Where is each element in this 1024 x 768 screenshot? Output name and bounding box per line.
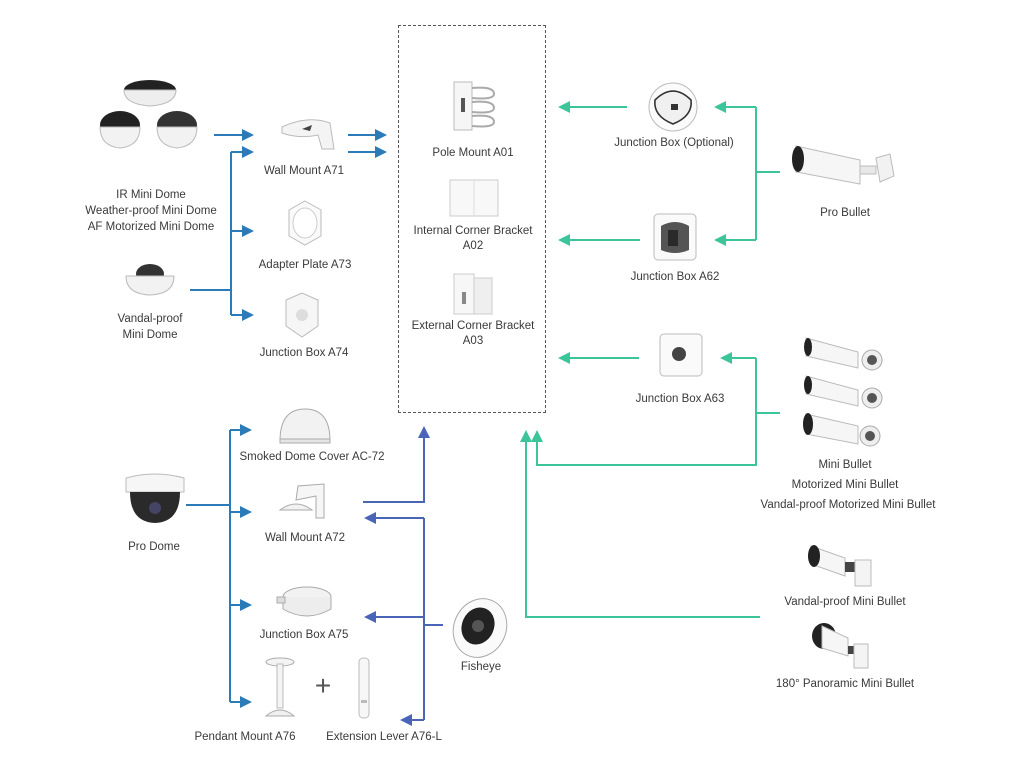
link-fisheye-trunk bbox=[423, 518, 443, 720]
pro-bullet-icon bbox=[792, 145, 895, 185]
mini-dome-icon bbox=[99, 80, 198, 149]
label-pole-mount: Pole Mount A01 bbox=[432, 147, 514, 159]
extension-lever-icon bbox=[358, 657, 370, 719]
wall-mount-a71-icon bbox=[281, 119, 335, 150]
adapter-plate-a73-icon bbox=[288, 200, 322, 246]
label-pro-dome: Pro Dome bbox=[128, 541, 180, 553]
label-internal-corner-2: A02 bbox=[462, 240, 484, 252]
link-a72-to-group bbox=[363, 426, 430, 503]
external-corner-bracket-icon bbox=[453, 273, 493, 315]
label-junction-box-optional: Junction Box (Optional) bbox=[614, 137, 734, 149]
label-ir-mini-dome: IR Mini Dome bbox=[116, 189, 186, 201]
fisheye-icon bbox=[452, 598, 508, 658]
label-junction-box-a74: Junction Box A74 bbox=[259, 347, 349, 359]
smoked-dome-cover-icon bbox=[279, 408, 331, 444]
label-vandal-mini-dome-1: Vandal-proof bbox=[117, 313, 183, 325]
label-vandal-motorized-mini-bullet: Vandal-proof Motorized Mini Bullet bbox=[760, 499, 936, 511]
label-wall-mount-a71: Wall Mount A71 bbox=[263, 165, 345, 177]
junction-box-a75-icon bbox=[276, 586, 332, 617]
link-prodome-trunk bbox=[186, 430, 231, 702]
panoramic-mini-bullet-icon bbox=[812, 623, 869, 669]
label-motorized-mini-bullet: Motorized Mini Bullet bbox=[791, 479, 899, 491]
label-wall-mount-a72: Wall Mount A72 bbox=[264, 532, 346, 544]
label-external-corner-2: A03 bbox=[462, 335, 484, 347]
mini-bullets-icon bbox=[803, 337, 883, 447]
label-weatherproof-mini-dome: Weather-proof Mini Dome bbox=[85, 205, 217, 217]
plus-sign: + bbox=[314, 670, 332, 701]
label-junction-box-a63: Junction Box A63 bbox=[635, 393, 725, 405]
junction-box-a74-icon bbox=[285, 292, 319, 338]
label-af-motorized-mini-dome: AF Motorized Mini Dome bbox=[87, 221, 215, 233]
label-fisheye: Fisheye bbox=[460, 661, 502, 673]
label-adapter-plate-a73: Adapter Plate A73 bbox=[258, 259, 352, 271]
link-vandal-dome-trunk bbox=[190, 152, 232, 315]
label-vandal-mini-dome-2: Mini Dome bbox=[122, 329, 178, 341]
label-internal-corner-1: Internal Corner Bracket bbox=[413, 225, 533, 237]
pendant-mount-a76-icon bbox=[264, 657, 296, 717]
link-vandal-bullet-to-group bbox=[520, 430, 760, 618]
label-extension-lever: Extension Lever A76-L bbox=[326, 731, 442, 743]
junction-box-a63-icon bbox=[659, 333, 703, 377]
mount-group-box bbox=[398, 25, 546, 413]
link-probullet-trunk bbox=[755, 107, 780, 240]
label-external-corner-1: External Corner Bracket bbox=[411, 320, 535, 332]
pole-mount-a01-icon bbox=[453, 81, 496, 131]
label-pro-bullet: Pro Bullet bbox=[820, 207, 870, 219]
label-junction-box-a62: Junction Box A62 bbox=[630, 271, 720, 283]
pro-dome-icon bbox=[125, 473, 185, 523]
label-mini-bullet: Mini Bullet bbox=[818, 459, 872, 471]
junction-box-a62-icon bbox=[653, 213, 697, 261]
label-junction-box-a75: Junction Box A75 bbox=[259, 629, 349, 641]
internal-corner-bracket-icon bbox=[449, 179, 499, 217]
label-panoramic-mini-bullet: 180° Panoramic Mini Bullet bbox=[775, 678, 915, 690]
label-vandal-mini-bullet: Vandal-proof Mini Bullet bbox=[784, 596, 906, 608]
vandal-mini-bullet-icon bbox=[808, 545, 872, 587]
label-smoked-dome-cover: Smoked Dome Cover AC-72 bbox=[239, 451, 385, 463]
link-minibullet-trunk bbox=[537, 358, 780, 466]
junction-box-optional-icon bbox=[648, 82, 698, 132]
vandal-mini-dome-icon bbox=[125, 264, 175, 296]
wall-mount-a72-icon bbox=[278, 483, 325, 519]
label-pendant-mount-a76: Pendant Mount A76 bbox=[194, 731, 296, 743]
